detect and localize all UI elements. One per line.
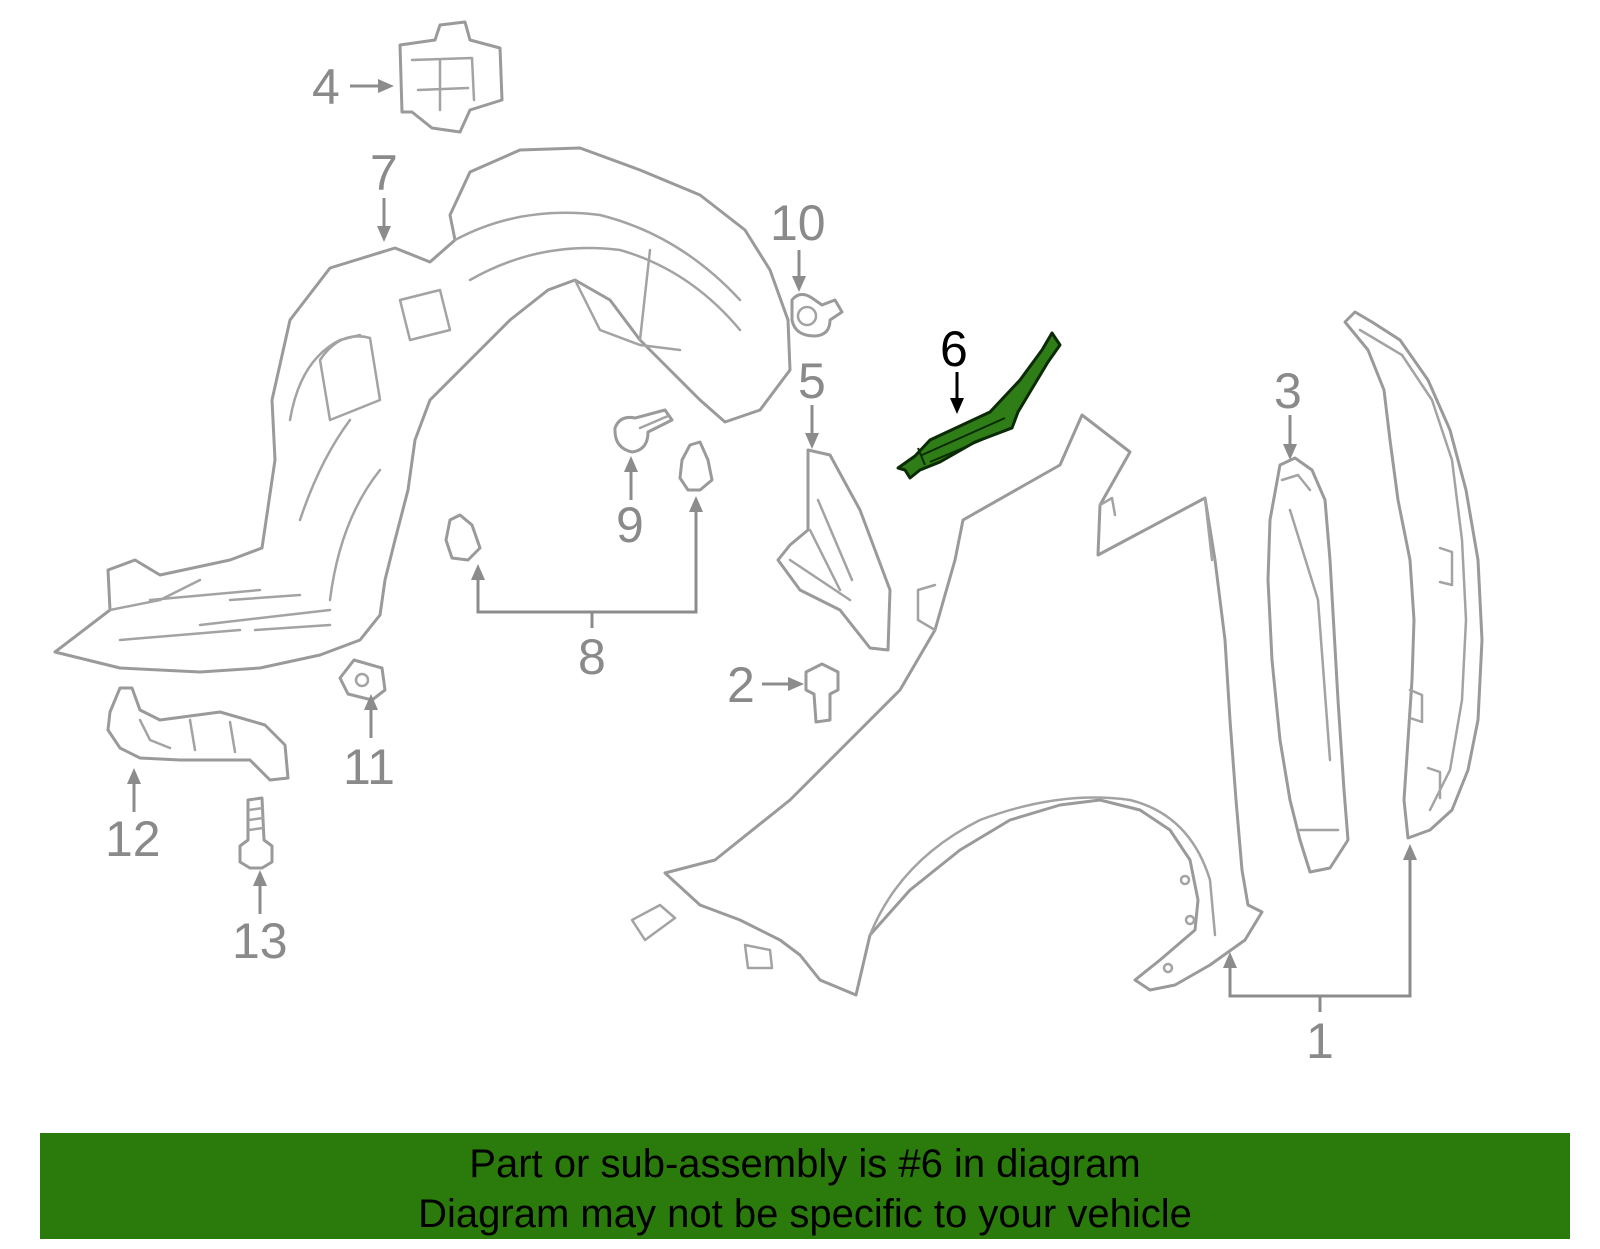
part-5-seal[interactable] [776,448,892,652]
part-10-clip[interactable] [790,293,844,338]
part-11-nut[interactable] [338,658,387,702]
callout-13: 13 [232,913,288,969]
callout-5: 5 [798,353,826,409]
leader-6 [950,372,964,414]
part-6-highlighted-molding[interactable] [896,331,1062,480]
callout-11: 11 [343,739,395,795]
part-1-liner-strip[interactable] [1343,310,1484,840]
part-7-fender-liner[interactable] [53,146,792,674]
callout-1: 1 [1306,1013,1334,1069]
callout-2: 2 [727,657,755,713]
callout-6: 6 [940,321,968,377]
part-13-bolt[interactable] [238,796,274,870]
banner-line-1: Part or sub-assembly is #6 in diagram [469,1142,1141,1186]
callout-3: 3 [1274,363,1302,419]
leader-10 [792,250,806,292]
callout-8: 8 [578,629,606,685]
leader-2 [762,677,804,691]
parts-diagram: 4 7 10 6 5 3 9 8 2 11 12 13 1 [53,20,1484,1069]
callout-12: 12 [105,811,161,867]
callout-9: 9 [616,497,644,553]
leader-7 [377,198,391,242]
callout-10: 10 [770,195,826,251]
leader-8 [471,496,703,628]
leader-5 [805,405,819,449]
leader-13 [253,870,267,914]
leader-12 [127,768,141,812]
leader-4 [350,79,394,93]
part-2-bolt[interactable] [804,662,840,724]
part-12-bracket[interactable] [106,686,290,782]
part-9-screw[interactable] [613,408,674,454]
info-banner: Part or sub-assembly is #6 in diagram Di… [40,1133,1570,1239]
callout-4: 4 [312,59,340,115]
leader-1 [1223,844,1417,1012]
leader-3 [1283,415,1297,460]
banner-line-2: Diagram may not be specific to your vehi… [418,1192,1192,1236]
part-8-clips[interactable] [444,440,714,562]
part-3-seal-strip[interactable] [1266,456,1350,874]
leader-11 [364,694,378,738]
part-4-bracket[interactable] [398,20,504,134]
leader-9 [624,456,638,500]
part-1-fender[interactable] [630,413,1264,997]
callout-7: 7 [370,145,398,201]
